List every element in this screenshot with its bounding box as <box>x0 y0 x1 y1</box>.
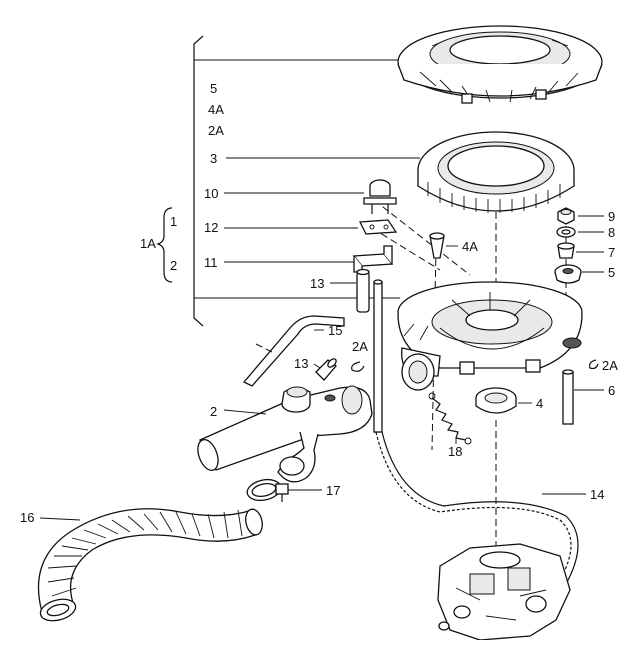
hose-rib <box>97 523 119 535</box>
label-6: 6 <box>608 383 615 398</box>
hose-rib <box>61 545 89 551</box>
label-8: 8 <box>608 225 615 240</box>
temperature-sensor-10 <box>363 179 397 214</box>
label-2: 2 <box>210 404 217 419</box>
air-filter-lid <box>397 25 603 104</box>
label-5-top: 5 <box>210 81 217 96</box>
hose-rib <box>83 529 107 539</box>
intake-duct-2 <box>197 385 373 483</box>
label-11: 11 <box>204 255 218 270</box>
corrugated-hose-16 <box>37 508 263 622</box>
label-13-upper: 13 <box>310 276 324 291</box>
hose-15 <box>242 315 345 387</box>
clip-2A-mid <box>351 361 365 372</box>
label-10: 10 <box>204 186 218 201</box>
hose-rib <box>159 511 173 533</box>
bracket-11 <box>352 245 394 273</box>
stud-6 <box>562 369 574 425</box>
label-4A-mid: 4A <box>462 239 478 254</box>
washer-8 <box>556 226 576 238</box>
air-cleaner-housing <box>397 281 583 391</box>
label-1A: 1A <box>140 236 156 251</box>
vacuum-pipe <box>373 279 383 433</box>
label-17: 17 <box>326 483 340 498</box>
label-4: 4 <box>536 396 543 411</box>
label-2A-top: 2A <box>208 123 224 138</box>
hose-rib <box>71 537 97 545</box>
hose-rib <box>51 587 77 597</box>
nut-9 <box>557 207 575 225</box>
hose-rib <box>111 519 131 533</box>
gasket-12 <box>358 219 398 235</box>
label-7: 7 <box>608 245 615 260</box>
label-13-lower: 13 <box>294 356 308 371</box>
label-2A-right: 2A <box>602 358 618 373</box>
label-2A-mid: 2A <box>352 339 368 354</box>
hose-rib <box>47 565 77 569</box>
clip-4A <box>429 232 445 259</box>
seal-ring-4 <box>475 387 517 414</box>
hose-13-upper <box>356 268 370 313</box>
label-12: 12 <box>204 220 218 235</box>
carburettor <box>437 543 571 641</box>
hose-rib <box>237 509 243 537</box>
label-4A-top: 4A <box>208 102 224 117</box>
spring-18 <box>428 392 472 445</box>
hose-13-lower <box>315 358 337 381</box>
sub-brace <box>156 207 173 283</box>
label-3: 3 <box>210 151 217 166</box>
label-2-brace: 2 <box>170 258 177 273</box>
label-1: 1 <box>170 214 177 229</box>
hose-clamp-17 <box>246 478 289 502</box>
hose-rib <box>127 515 145 531</box>
label-5-right: 5 <box>608 265 615 280</box>
filter-element <box>417 131 575 213</box>
hose-rib <box>47 577 75 583</box>
hose-rib <box>207 513 215 539</box>
hose-rib <box>191 513 201 537</box>
label-18: 18 <box>448 444 462 459</box>
hose-rib <box>175 511 187 535</box>
vacuum-hose-14 <box>375 431 579 585</box>
label-16: 16 <box>20 510 34 525</box>
clip-2A-right <box>589 359 599 370</box>
leader-lines <box>39 157 604 521</box>
label-9: 9 <box>608 209 615 224</box>
label-14: 14 <box>590 487 604 502</box>
hose-rib <box>223 511 229 539</box>
label-15: 15 <box>328 323 342 338</box>
grommet-5 <box>554 264 582 284</box>
bushing-7 <box>557 242 575 259</box>
hose-rib <box>143 513 159 531</box>
